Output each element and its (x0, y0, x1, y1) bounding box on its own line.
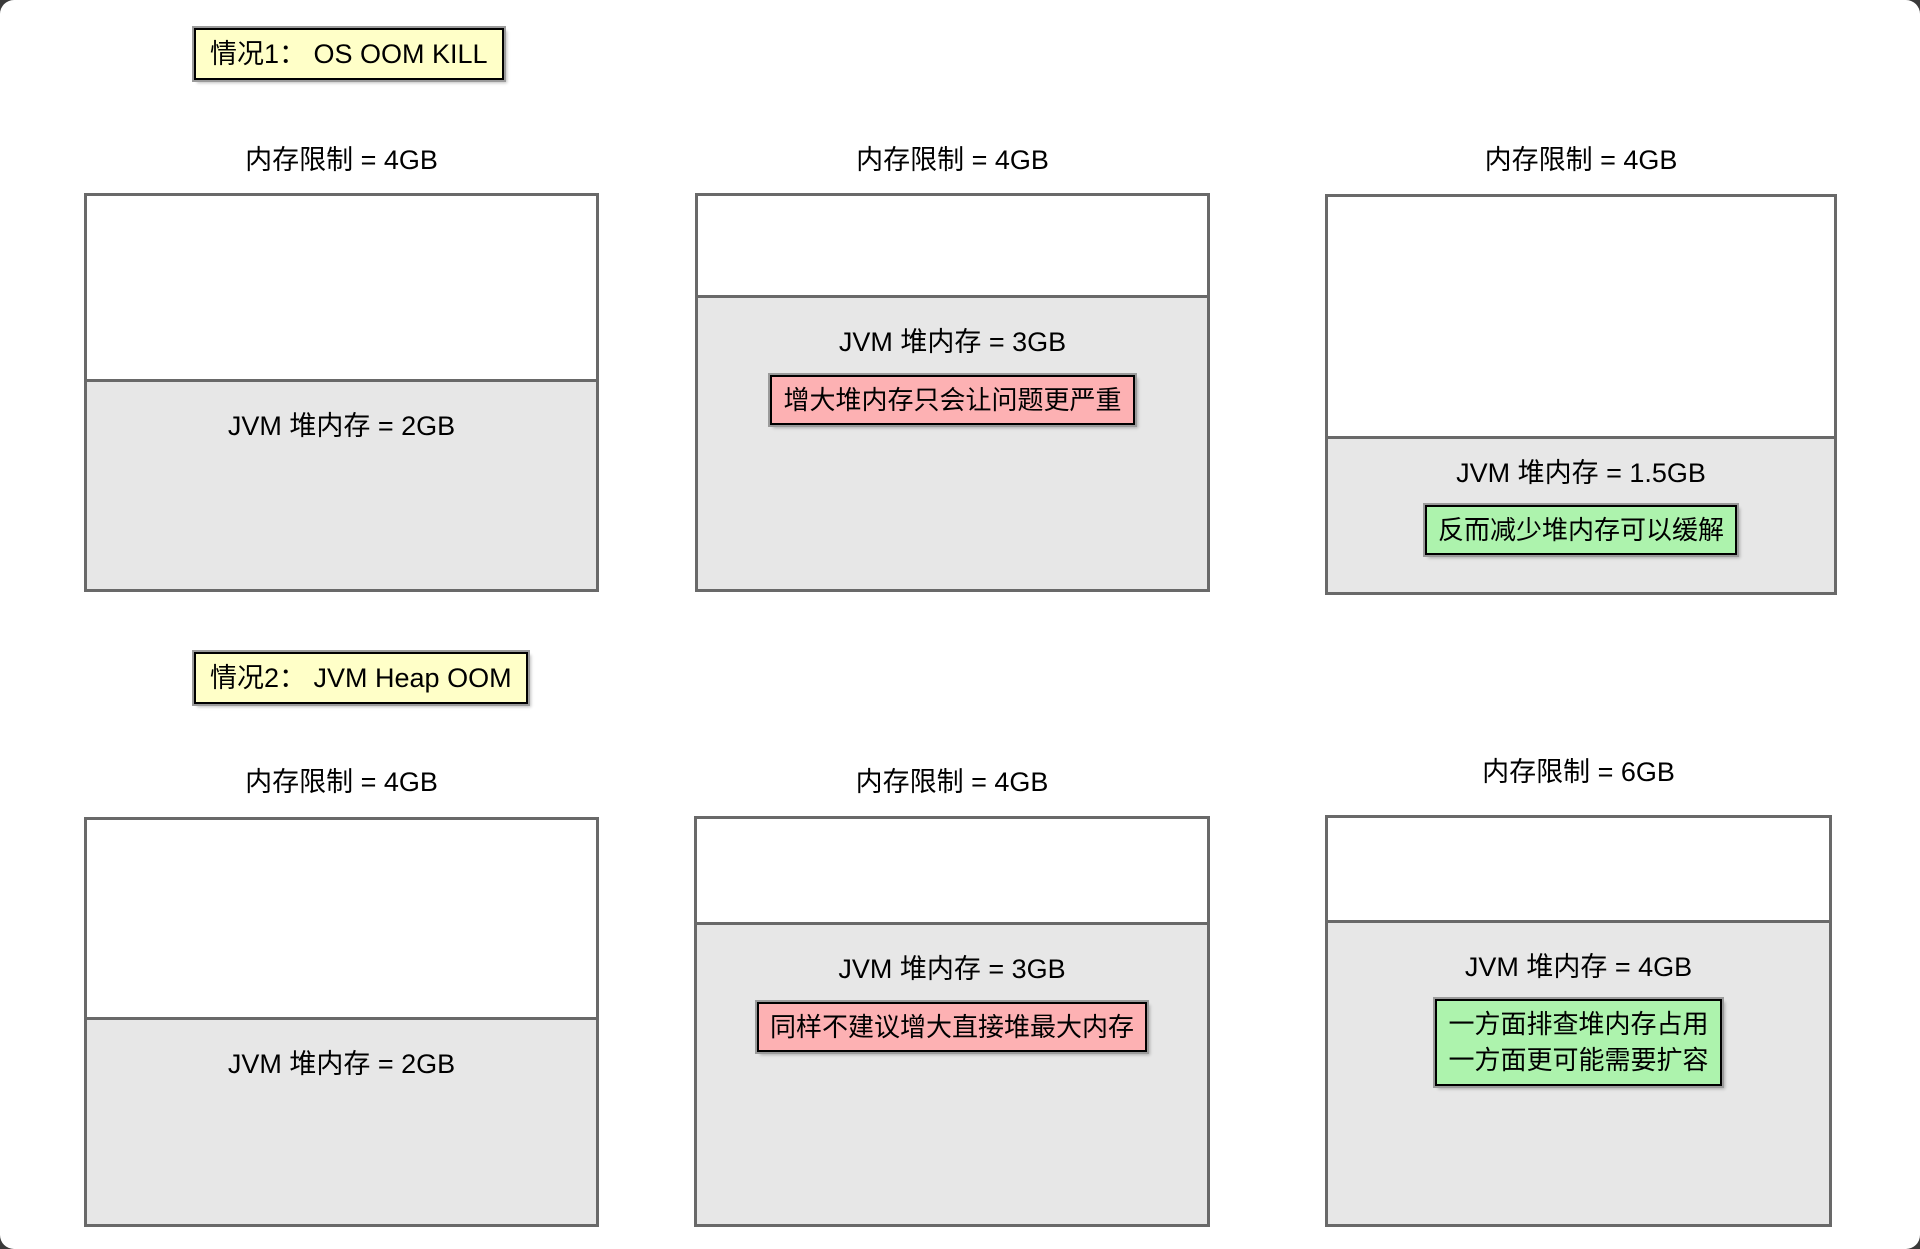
warning-badge: 同样不建议增大直接堆最大内存 (756, 1001, 1147, 1053)
jvm-heap-label: JVM 堆内存 = 4GB (1464, 951, 1693, 982)
jvm-heap-section: JVM 堆内存 = 2GB (87, 379, 596, 589)
memory-box: JVM 堆内存 = 2GB (84, 817, 599, 1227)
jvm-heap-section: JVM 堆内存 = 3GB 增大堆内存只会让问题更严重 (698, 295, 1207, 589)
jvm-heap-section: JVM 堆内存 = 4GB 一方面排查堆内存占用 一方面更可能需要扩容 (1328, 919, 1829, 1224)
memory-box: JVM 堆内存 = 3GB 同样不建议增大直接堆最大内存 (694, 816, 1210, 1227)
memory-limit-label: 内存限制 = 4GB (1484, 145, 1678, 175)
memory-box: JVM 堆内存 = 1.5GB 反而减少堆内存可以缓解 (1325, 194, 1837, 595)
suggestion-badge: 反而减少堆内存可以缓解 (1424, 505, 1737, 556)
suggestion-badge: 一方面排查堆内存占用 一方面更可能需要扩容 (1435, 998, 1722, 1086)
jvm-heap-section: JVM 堆内存 = 2GB (87, 1017, 596, 1224)
case2-title: 情况2： JVM Heap OOM (194, 652, 528, 705)
memory-limit-label: 内存限制 = 4GB (245, 145, 438, 175)
case1-title: 情况1： OS OOM KILL (194, 28, 504, 81)
memory-limit-label: 内存限制 = 4GB (245, 767, 438, 797)
memory-limit-label: 内存限制 = 4GB (855, 767, 1049, 797)
jvm-heap-section: JVM 堆内存 = 1.5GB 反而减少堆内存可以缓解 (1328, 435, 1834, 592)
jvm-heap-label: JVM 堆内存 = 2GB (227, 1049, 456, 1080)
memory-box: JVM 堆内存 = 2GB (84, 193, 599, 592)
jvm-heap-label: JVM 堆内存 = 3GB (838, 954, 1066, 985)
jvm-heap-section: JVM 堆内存 = 3GB 同样不建议增大直接堆最大内存 (697, 922, 1207, 1224)
jvm-heap-label: JVM 堆内存 = 2GB (227, 411, 456, 442)
jvm-heap-label: JVM 堆内存 = 1.5GB (1456, 457, 1706, 488)
memory-limit-label: 内存限制 = 4GB (856, 145, 1049, 175)
warning-badge: 增大堆内存只会让问题更严重 (770, 374, 1135, 426)
memory-box: JVM 堆内存 = 4GB 一方面排查堆内存占用 一方面更可能需要扩容 (1325, 815, 1832, 1227)
jvm-heap-label: JVM 堆内存 = 3GB (838, 327, 1067, 358)
memory-limit-label: 内存限制 = 6GB (1482, 757, 1675, 787)
memory-box: JVM 堆内存 = 3GB 增大堆内存只会让问题更严重 (695, 193, 1210, 592)
